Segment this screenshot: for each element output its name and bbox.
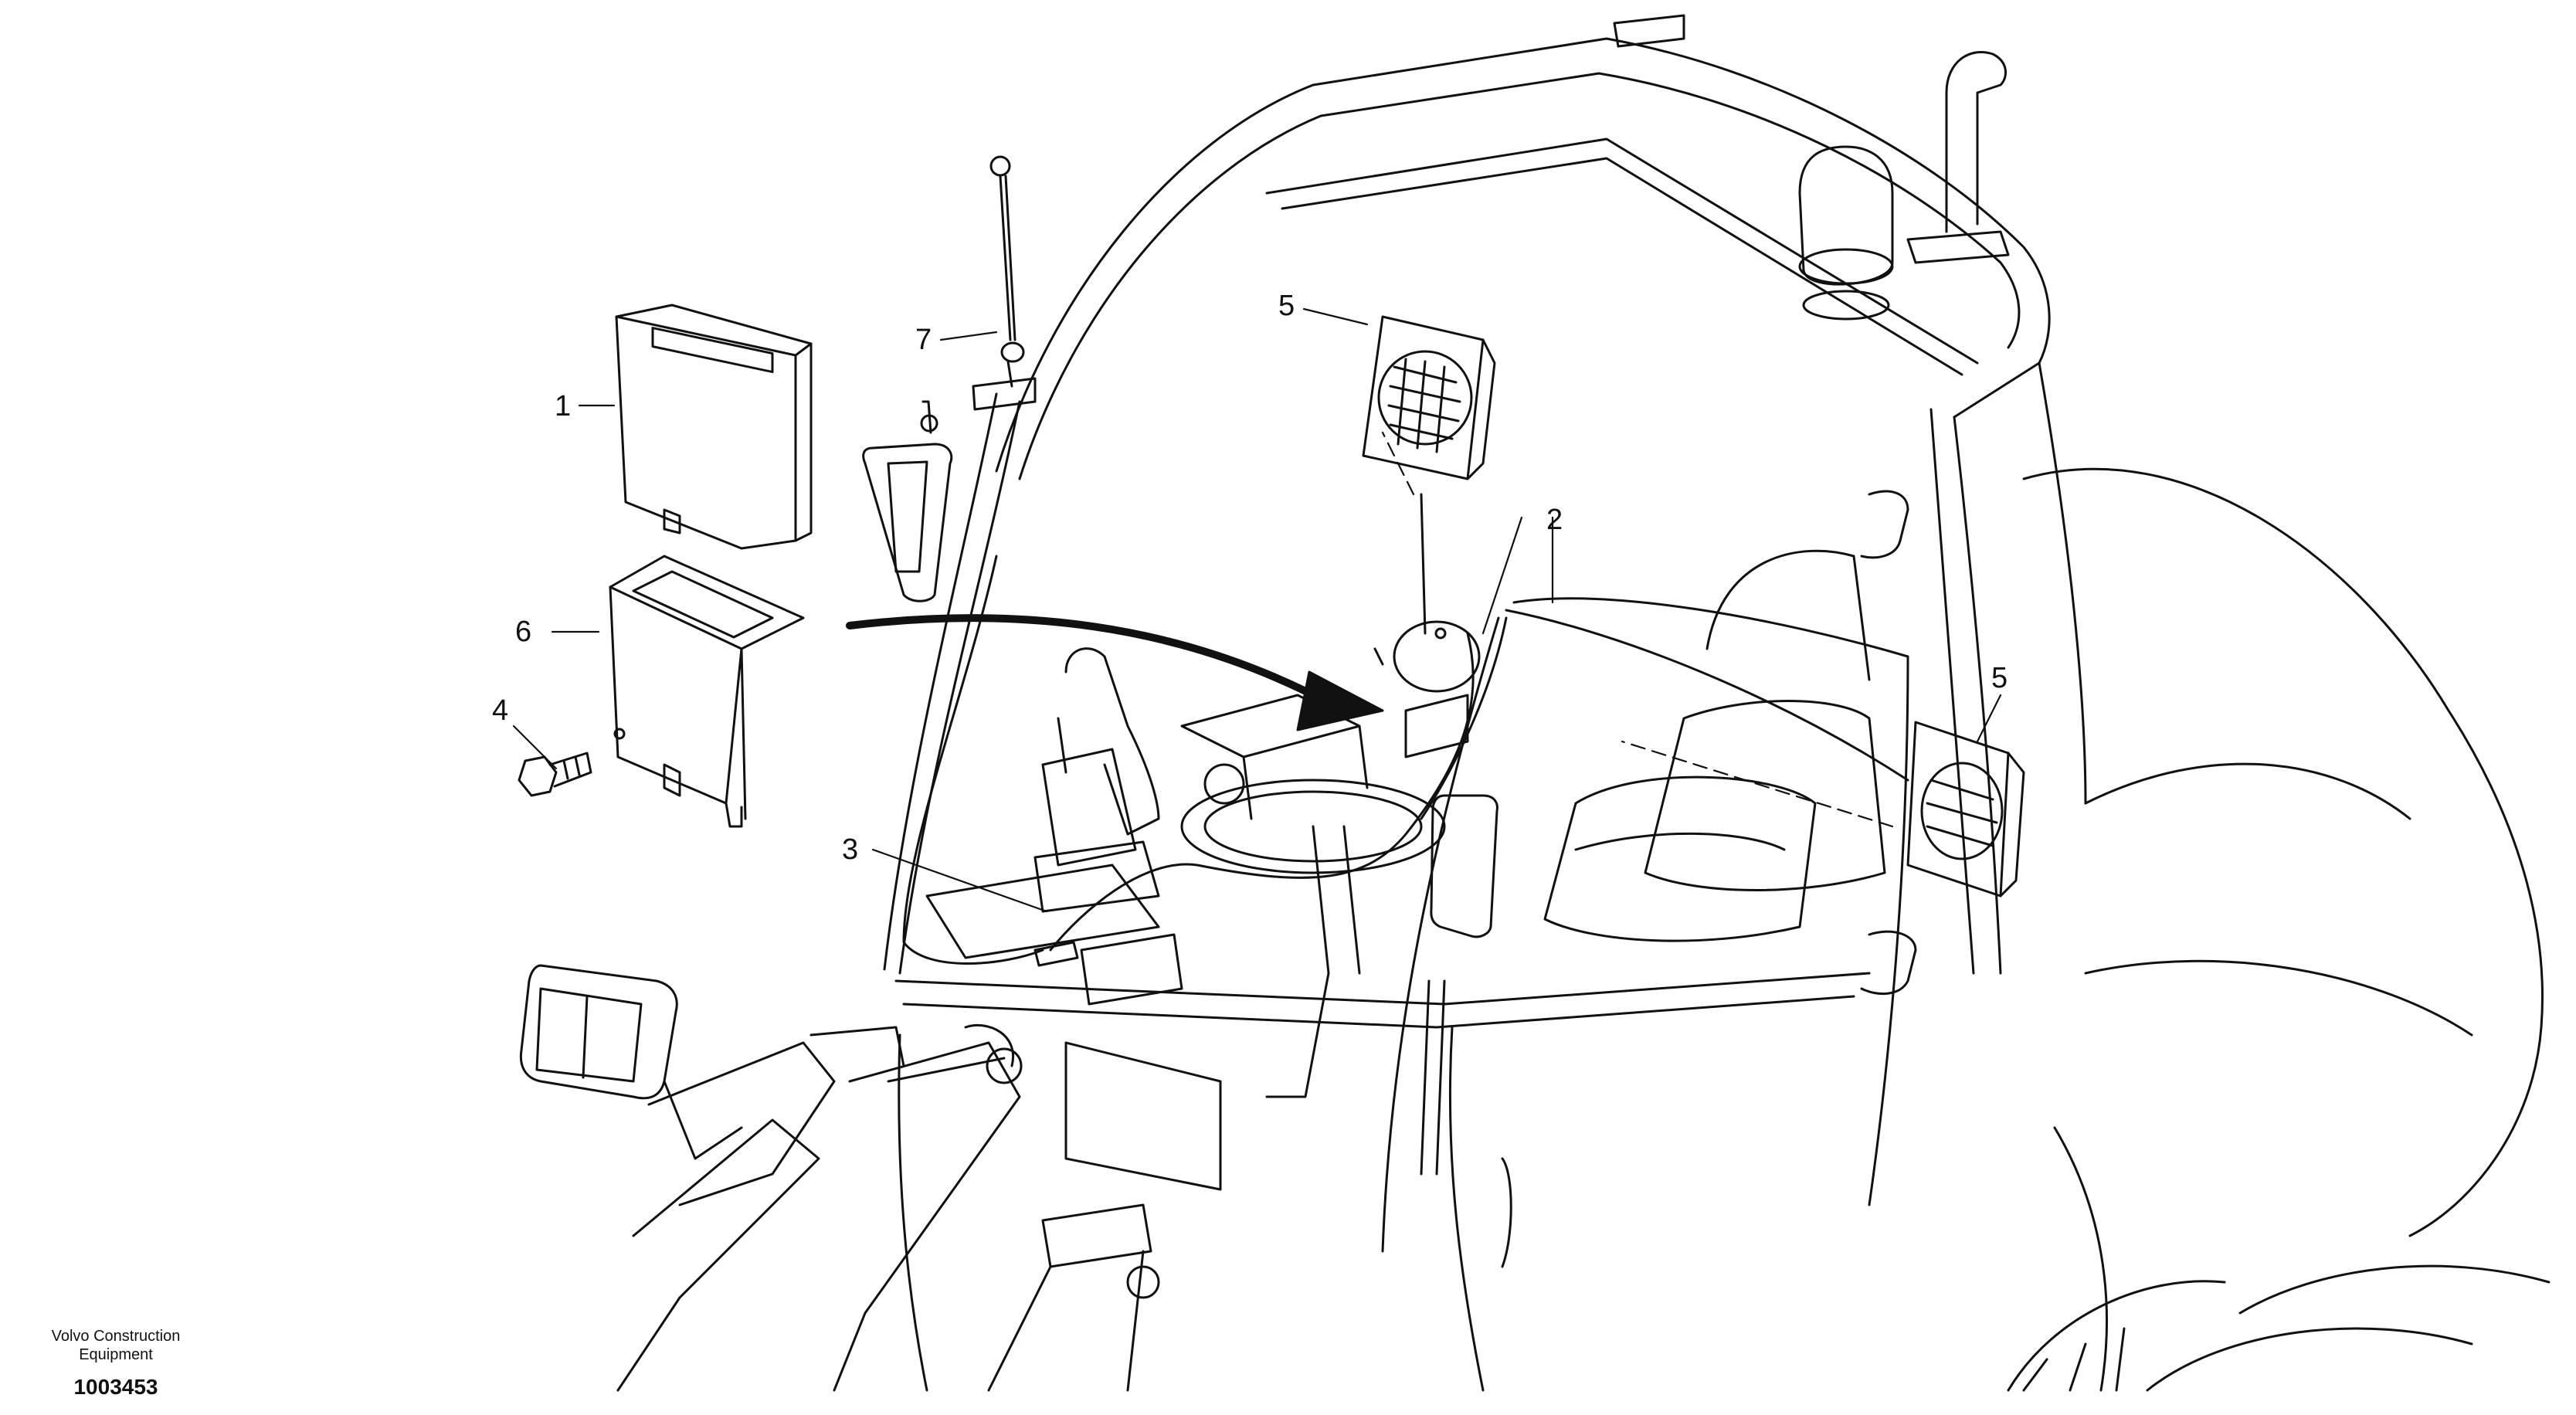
callout-5-top: 5 [1278,290,1295,322]
mounting-arrow [846,614,1384,731]
part-4-bolt [518,752,592,797]
callout-1: 1 [555,390,571,422]
part-6-bracket [609,555,805,828]
callout-3: 3 [842,833,858,866]
diagram-footer: Volvo Construction Equipment 1003453 [0,1327,232,1400]
callout-5-side: 5 [1991,662,2008,694]
beacon-light [1798,145,1894,321]
work-light [519,964,743,1160]
brand-line-2: Equipment [79,1346,153,1363]
callout-4: 4 [492,694,508,727]
callout-6: 6 [515,616,531,648]
loader-arm [616,1023,1222,1392]
rear-wheel [2007,1280,2226,1392]
part-5-speaker-side [1906,721,2025,898]
engine-hood [2022,467,2551,1392]
exhaust-pipe [1613,14,2010,264]
part-1-radio-unit [615,304,813,550]
steering-wheel [1180,763,1446,1098]
part-5-speaker-top [1362,315,1496,693]
side-mirror-right [1430,794,1498,938]
leader-lines [512,307,2002,913]
wiring-harness [902,555,1909,965]
callout-7: 7 [915,324,932,356]
joystick-levers [1033,647,1160,913]
grab-handles [1420,490,1917,1268]
side-mirror-left [862,443,953,602]
callout-2: 2 [1546,504,1563,536]
part-3-cable [1033,941,1079,967]
cab-outline [883,37,2087,1392]
operator-seat [1543,549,1886,942]
console-floor [925,694,1469,1006]
brand-line-1: Volvo Construction [51,1328,181,1345]
document-number: 1003453 [73,1375,158,1399]
part-7-antenna [920,155,1037,434]
